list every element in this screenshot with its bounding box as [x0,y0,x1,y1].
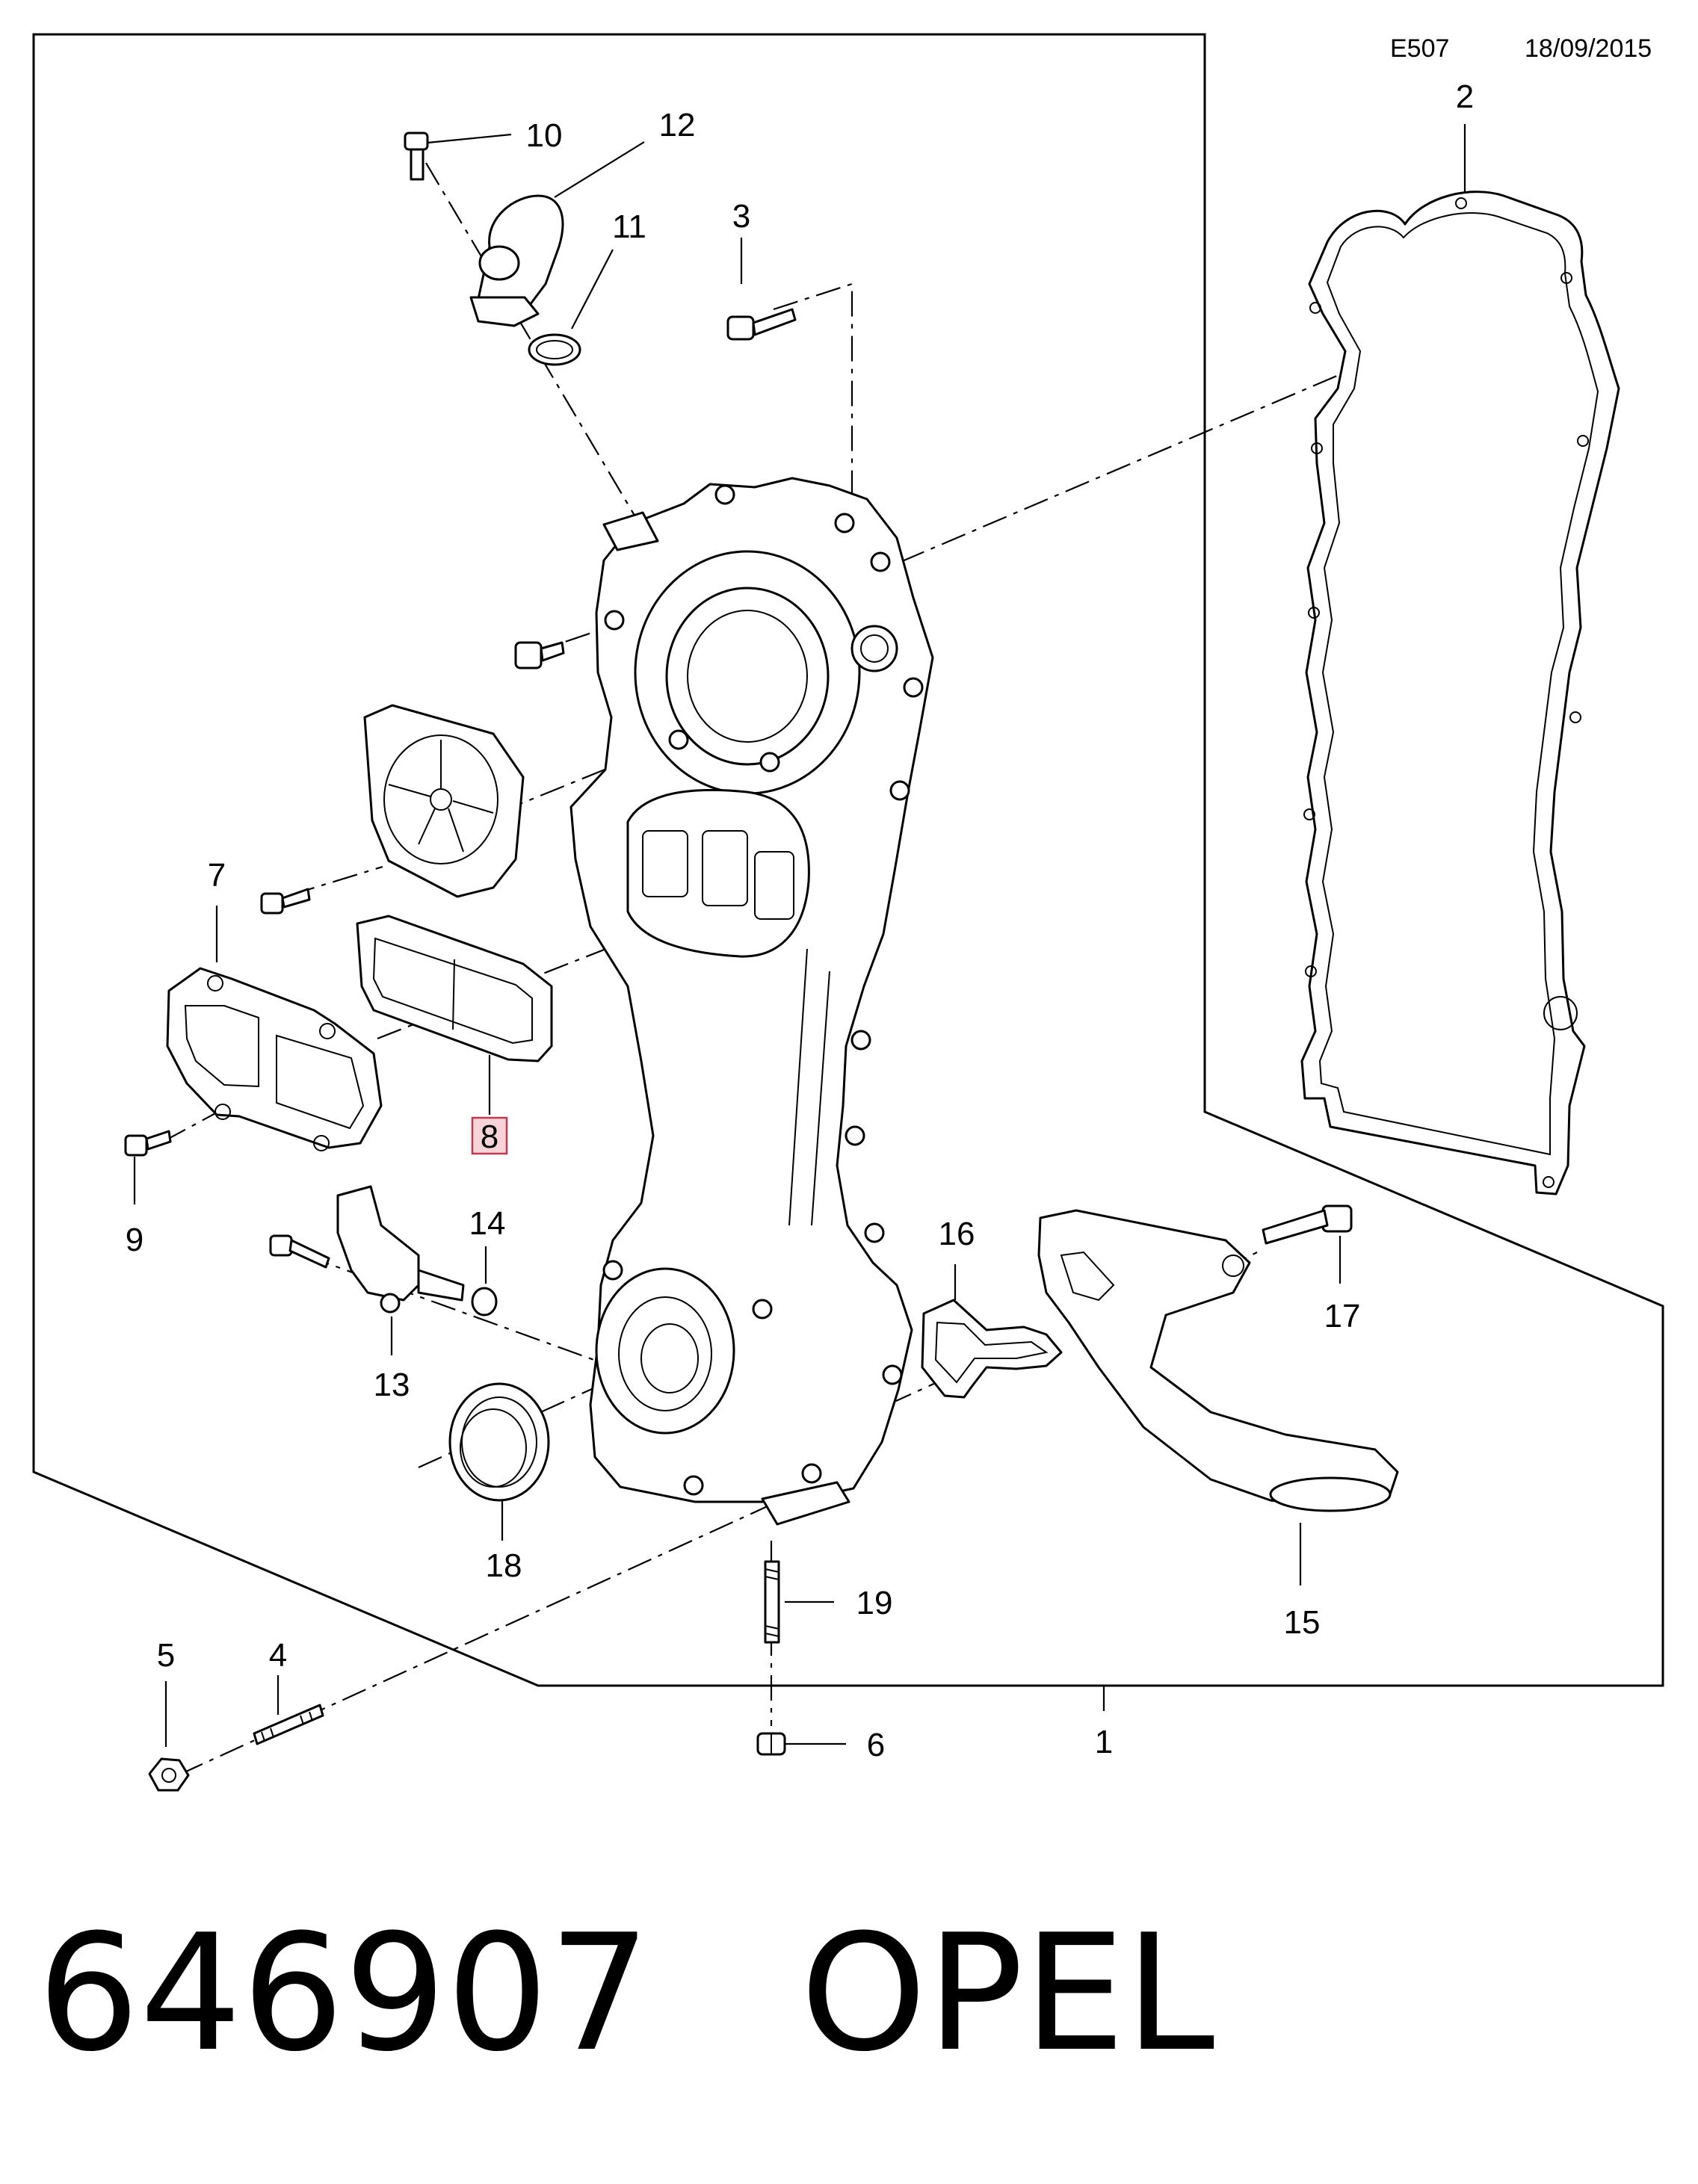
bolt-cover-upper [514,641,565,669]
bolt-3 [726,308,797,341]
callout-6: 6 [867,1727,885,1763]
gasket-7 [166,967,383,1151]
part-number: 646907 [37,1899,651,2087]
stud-4 [253,1704,324,1745]
nut-6 [756,1732,786,1756]
bolt-plate [260,888,311,915]
callout-19: 19 [856,1585,893,1621]
callout-13: 13 [374,1367,410,1403]
callout-14: 14 [469,1205,506,1242]
oil-pickup-15 [1037,1209,1399,1512]
cover-plate [363,704,525,898]
callout-15: 15 [1284,1604,1321,1641]
diagram-code: E507 [1390,34,1449,63]
bolt-9 [124,1130,172,1157]
callout-5: 5 [157,1637,175,1674]
callout-1: 1 [1095,1724,1113,1760]
bolt-10 [404,132,429,181]
o-ring-11 [528,333,581,366]
callout-9: 9 [126,1222,143,1258]
callout-8: 8 [481,1119,498,1155]
callout-labels: 1 2 3 4 5 6 7 8 9 10 11 12 13 14 15 16 1… [126,78,1474,1763]
sensor-housing-12 [469,194,564,327]
callout-16: 16 [939,1216,975,1252]
callout-12: 12 [659,107,696,143]
assembly-frame [32,33,1664,1687]
timing-cover-gasket [1300,191,1620,1195]
solenoid-13 [269,1185,465,1314]
callout-3: 3 [732,198,750,235]
callout-4: 4 [269,1637,287,1674]
ring-14 [471,1287,498,1317]
leader-lines [133,124,1466,1747]
callout-2: 2 [1456,78,1474,115]
gasket-16 [921,1299,1063,1399]
callout-17: 17 [1324,1298,1361,1334]
callout-18: 18 [486,1547,522,1584]
nut-5 [148,1757,190,1792]
diagram-date: 18/09/2015 [1525,34,1652,63]
callout-7: 7 [208,857,226,894]
callout-8-highlight [471,1116,508,1155]
callout-10: 10 [526,117,563,154]
bolt-17 [1262,1204,1353,1245]
gasket-8 [356,915,553,1062]
brand-name: OPEL [800,1899,1215,2087]
timing-cover [569,477,934,1526]
stud-19 [764,1560,780,1644]
callout-11: 11 [612,208,646,245]
oil-seal-18 [448,1382,550,1502]
